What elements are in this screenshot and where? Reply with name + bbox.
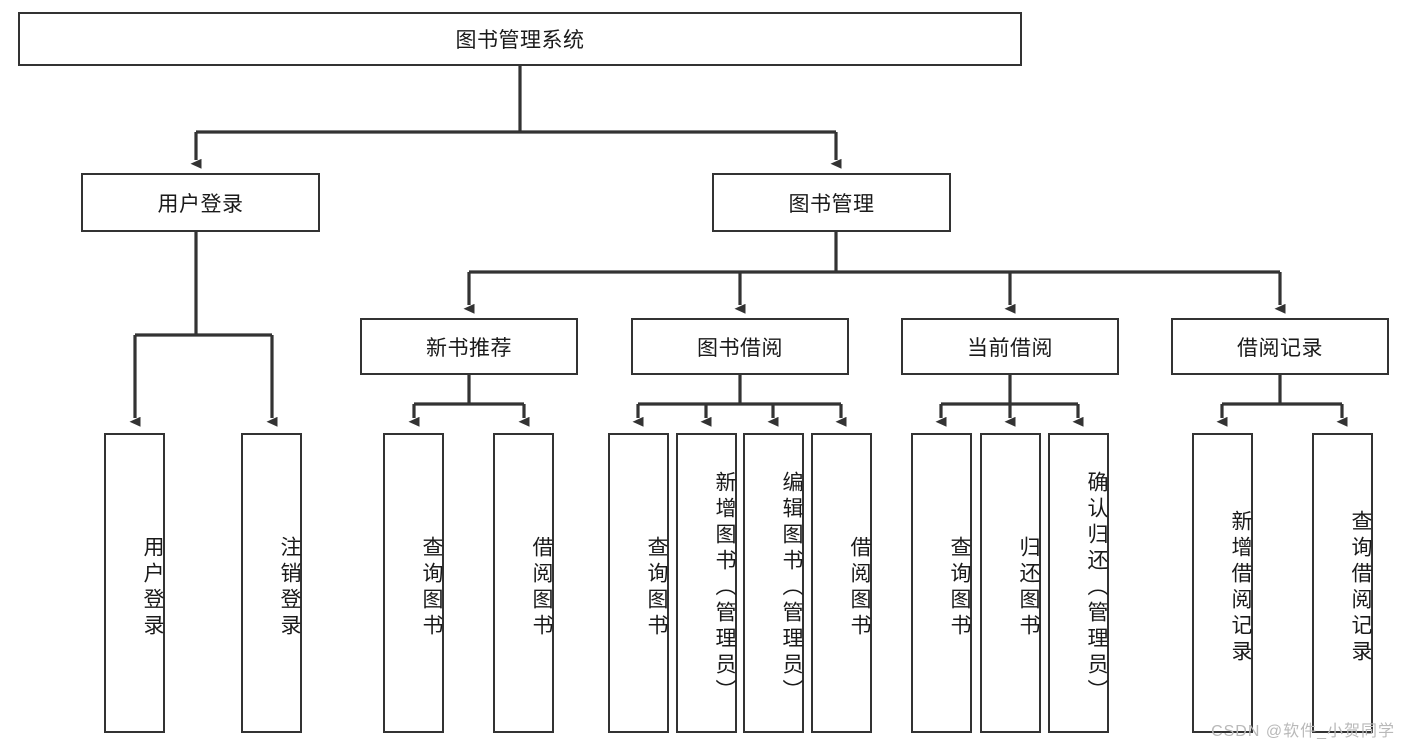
node-label: 查询图书 xyxy=(420,536,443,640)
node-label: 新书推荐 xyxy=(426,336,512,360)
node-label: 查询图书 xyxy=(948,536,971,640)
leaf-current-borrow-return[interactable]: 归还图书 xyxy=(980,433,1041,733)
leaf-book-borrow-borrow[interactable]: 借阅图书 xyxy=(811,433,872,733)
watermark-text: CSDN @软件_小贺同学 xyxy=(1211,723,1395,740)
node-label: 查询图书 xyxy=(645,536,668,640)
node-current-borrow[interactable]: 当前借阅 xyxy=(901,318,1119,375)
node-user-login[interactable]: 用户登录 xyxy=(81,173,320,232)
node-root-system[interactable]: 图书管理系统 xyxy=(18,12,1022,66)
node-book-borrow[interactable]: 图书借阅 xyxy=(631,318,849,375)
node-label: 归还图书 xyxy=(1017,536,1040,640)
node-label: 确认归还（管理员） xyxy=(1085,471,1108,705)
leaf-borrow-record-add[interactable]: 新增借阅记录 xyxy=(1192,433,1253,733)
node-label: 图书管理 xyxy=(788,192,875,216)
node-label: 编辑图书（管理员） xyxy=(780,471,803,705)
node-borrow-record[interactable]: 借阅记录 xyxy=(1171,318,1389,375)
leaf-new-book-query[interactable]: 查询图书 xyxy=(383,433,444,733)
node-label: 用户登录 xyxy=(141,536,164,640)
node-label: 用户登录 xyxy=(157,192,244,216)
node-label: 借阅图书 xyxy=(848,536,871,640)
node-label: 借阅记录 xyxy=(1237,336,1323,360)
leaf-new-book-borrow[interactable]: 借阅图书 xyxy=(493,433,554,733)
leaf-borrow-record-query[interactable]: 查询借阅记录 xyxy=(1312,433,1373,733)
leaf-user-login-logout[interactable]: 注销登录 xyxy=(241,433,302,733)
leaf-user-login-login[interactable]: 用户登录 xyxy=(104,433,165,733)
node-label: 图书借阅 xyxy=(697,336,783,360)
leaf-book-borrow-edit[interactable]: 编辑图书（管理员） xyxy=(743,433,804,733)
node-label: 查询借阅记录 xyxy=(1349,510,1372,666)
node-label: 当前借阅 xyxy=(967,336,1053,360)
leaf-book-borrow-query[interactable]: 查询图书 xyxy=(608,433,669,733)
node-label: 新增图书（管理员） xyxy=(713,471,736,705)
node-label: 新增借阅记录 xyxy=(1229,510,1252,666)
node-new-book-recommend[interactable]: 新书推荐 xyxy=(360,318,578,375)
leaf-current-borrow-confirm-return[interactable]: 确认归还（管理员） xyxy=(1048,433,1109,733)
node-label: 图书管理系统 xyxy=(455,29,585,52)
leaf-book-borrow-add[interactable]: 新增图书（管理员） xyxy=(676,433,737,733)
leaf-current-borrow-query[interactable]: 查询图书 xyxy=(911,433,972,733)
node-label: 注销登录 xyxy=(278,536,301,640)
node-label: 借阅图书 xyxy=(530,536,553,640)
node-book-management[interactable]: 图书管理 xyxy=(712,173,951,232)
